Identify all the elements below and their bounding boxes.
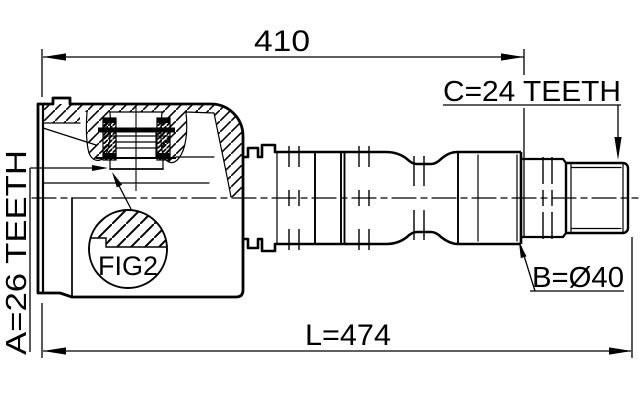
detail-circle-fig2: FIG2	[88, 170, 168, 289]
thread-spline-end	[564, 161, 630, 235]
a-teeth-arrow	[92, 165, 108, 171]
dim-410-arrow-left	[43, 53, 66, 61]
journal-sides	[115, 132, 157, 159]
fig2-hatch	[89, 210, 167, 247]
dimension-l474: L=474	[41, 237, 633, 358]
shaft-step-lines	[276, 151, 479, 245]
shaft-bottom-profile	[243, 230, 521, 253]
bearing-assembly	[96, 107, 176, 191]
callout-a-teeth: A=26 TEETH	[1, 150, 108, 355]
a-teeth-label: A=26 TEETH	[1, 150, 33, 355]
c-teeth-arrow	[614, 137, 622, 160]
shaft-top-profile	[243, 143, 521, 166]
fig2-label: FIG2	[98, 251, 158, 281]
fig2-section-edge	[90, 237, 166, 248]
dim-410-arrow-right	[501, 53, 524, 61]
shaft-neck	[519, 157, 568, 239]
dimension-410: 410	[41, 25, 525, 238]
housing-cavity-boundary	[213, 112, 232, 198]
dim-l-arrow-left	[43, 347, 66, 355]
dim-410-label: 410	[254, 25, 310, 58]
b-diameter-label: B=Ø40	[532, 262, 624, 294]
housing-hatched-wall	[43, 104, 243, 197]
spline-tick-marks	[288, 146, 553, 250]
drive-shaft	[243, 143, 630, 253]
thread-inner-lines	[570, 162, 624, 234]
housing-outline	[36, 96, 245, 299]
thread-outline	[564, 161, 630, 235]
fig2-leader-arrow	[109, 170, 123, 188]
callout-c-teeth: C=24 TEETH	[443, 76, 622, 160]
shaft-face-lines	[314, 152, 459, 244]
snap-ring-groove	[109, 157, 164, 170]
callout-b-diameter: B=Ø40	[516, 241, 624, 294]
c-teeth-label: C=24 TEETH	[443, 76, 621, 108]
dim-l-label: L=474	[305, 319, 391, 352]
dim-l-arrow-right	[609, 347, 632, 355]
